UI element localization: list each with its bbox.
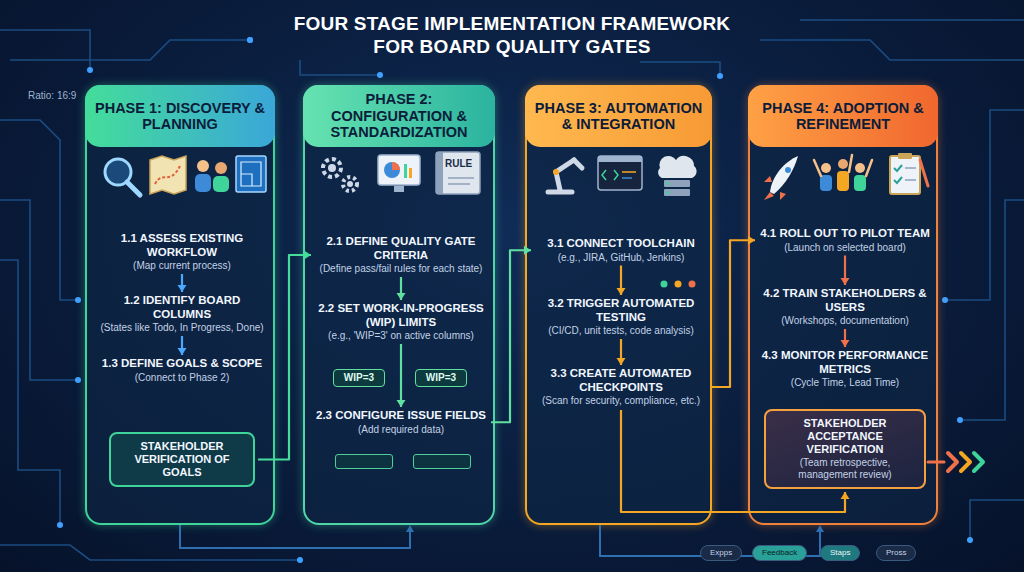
diagram-title: FOUR STAGE IMPLEMENTATION FRAMEWORK FOR … [272,12,752,58]
phase-title: PHASE 4: ADOPTION & REFINEMENT [756,100,930,133]
phase-panel: PHASE 1: DISCOVERY & PLANNING 1.1 ASSESS … [85,85,275,525]
step-title: 2.1 DEFINE QUALITY GATE CRITERIA [314,235,488,262]
step-note: (Add required data) [314,424,488,436]
phase-header: PHASE 4: ADOPTION & REFINEMENT [748,85,938,147]
legend-text: Expps [710,548,732,558]
step-title: 4.2 TRAIN STAKEHOLDERS & USERS [758,287,932,314]
phase-header: PHASE 2: CONFIGURATION & STANDARDIZATION [303,85,495,147]
process-step: 1.3 DEFINE GOALS & SCOPE(Connect to Phas… [95,357,269,384]
process-step: 3.2 TRIGGER AUTOMATED TESTING(CI/CD, uni… [534,297,708,337]
book-label: RULE [445,158,472,169]
phase-panel: PHASE 4: ADOPTION & REFINEMENT 4.1 ROLL O… [748,85,938,525]
acceptance-box: STAKEHOLDER ACCEPTANCE VERIFICATION(Team… [764,409,926,489]
step-title: WIP=3 [418,372,464,384]
step-note: (Scan for security, compliance, etc.) [534,395,708,407]
legend-text: Staps [830,548,850,558]
phase-title: PHASE 3: AUTOMATION & INTEGRATION [533,100,704,133]
phase-header: PHASE 1: DISCOVERY & PLANNING [85,85,275,147]
step-title: 4.3 MONITOR PERFORMANCE METRICS [758,349,932,376]
step-title: 4.1 ROLL OUT TO PILOT TEAM [758,227,932,241]
process-step: 3.1 CONNECT TOOLCHAIN(e.g., JIRA, GitHub… [534,237,708,264]
process-step: 4.1 ROLL OUT TO PILOT TEAM(Launch on sel… [758,227,932,254]
phase-panel: PHASE 3: AUTOMATION & INTEGRATION 3.1 CON… [525,85,712,525]
step-title: STAKEHOLDER VERIFICATION OF GOALS [117,440,247,479]
blueprint-icon [236,156,266,192]
legend-swatch: Staps [820,545,860,561]
step-note: (Team retrospective, management review) [772,457,918,481]
step-title: 3.2 TRIGGER AUTOMATED TESTING [534,297,708,324]
step-title: 2.2 SET WORK-IN-PROGRESS (WIP) LIMITS [314,302,488,329]
step-title: 2.3 CONFIGURE ISSUE FIELDS [314,409,488,423]
connector-line [400,344,402,407]
legend-swatch: Feedback [752,545,807,561]
status-dots [661,281,696,288]
phase-title: PHASE 2: CONFIGURATION & STANDARDIZATION [311,91,487,141]
step-note: (Cycle Time, Lead Time) [758,377,932,389]
step-note: (e.g., JIRA, GitHub, Jenkins) [534,252,708,264]
field-box [335,454,393,469]
step-note: (Define pass/fail rules for each state) [314,263,488,275]
step-note: (Launch on selected board) [758,242,932,254]
process-step: 2.3 CONFIGURE ISSUE FIELDS(Add required … [314,409,488,436]
legend-text: Feedback [762,548,797,558]
process-step: 4.3 MONITOR PERFORMANCE METRICS(Cycle Ti… [758,349,932,389]
step-note: (Workshops, documentation) [758,315,932,327]
step-title: WIP=3 [336,372,382,384]
phase-header: PHASE 3: AUTOMATION & INTEGRATION [525,85,712,147]
phase-panel: PHASE 2: CONFIGURATION & STANDARDIZATION… [303,85,495,525]
map-icon [150,156,186,194]
legend-swatch: Pross [876,545,916,561]
code-window-icon [598,156,642,190]
process-step: 2.1 DEFINE QUALITY GATE CRITERIA(Define … [314,235,488,275]
wip-badge: WIP=3 [415,369,467,387]
field-box [413,454,471,469]
step-note: (CI/CD, unit tests, code analysis) [534,325,708,337]
step-title: 1.3 DEFINE GOALS & SCOPE [95,357,269,371]
step-title: 1.2 IDENTIFY BOARD COLUMNS [95,294,269,321]
process-step: 3.3 CREATE AUTOMATED CHECKPOINTS(Scan fo… [534,367,708,407]
step-title: 3.1 CONNECT TOOLCHAIN [534,237,708,251]
phase-title: PHASE 1: DISCOVERY & PLANNING [93,100,267,133]
legend-swatch: Expps [700,545,742,561]
step-note: (Map current process) [95,260,269,272]
process-step: 1.1 ASSESS EXISTING WORKFLOW(Map current… [95,232,269,272]
wip-badge: WIP=3 [333,369,385,387]
step-title: 3.3 CREATE AUTOMATED CHECKPOINTS [534,367,708,394]
process-step: 1.2 IDENTIFY BOARD COLUMNS(States like T… [95,294,269,334]
verification-box: STAKEHOLDER VERIFICATION OF GOALS [109,432,255,487]
legend-text: Pross [886,548,906,558]
process-step: 2.2 SET WORK-IN-PROGRESS (WIP) LIMITS(e.… [314,302,488,342]
rule-book-icon [436,152,480,194]
step-note: (e.g., 'WIP=3' on active columns) [314,330,488,342]
step-note: (Connect to Phase 2) [95,372,269,384]
step-note: (States like Todo, In Progress, Done) [95,322,269,334]
process-step: 4.2 TRAIN STAKEHOLDERS & USERS(Workshops… [758,287,932,327]
step-title: STAKEHOLDER ACCEPTANCE VERIFICATION [772,417,918,456]
step-title: 1.1 ASSESS EXISTING WORKFLOW [95,232,269,259]
ratio-note: Ratio: 16:9 [28,90,76,101]
